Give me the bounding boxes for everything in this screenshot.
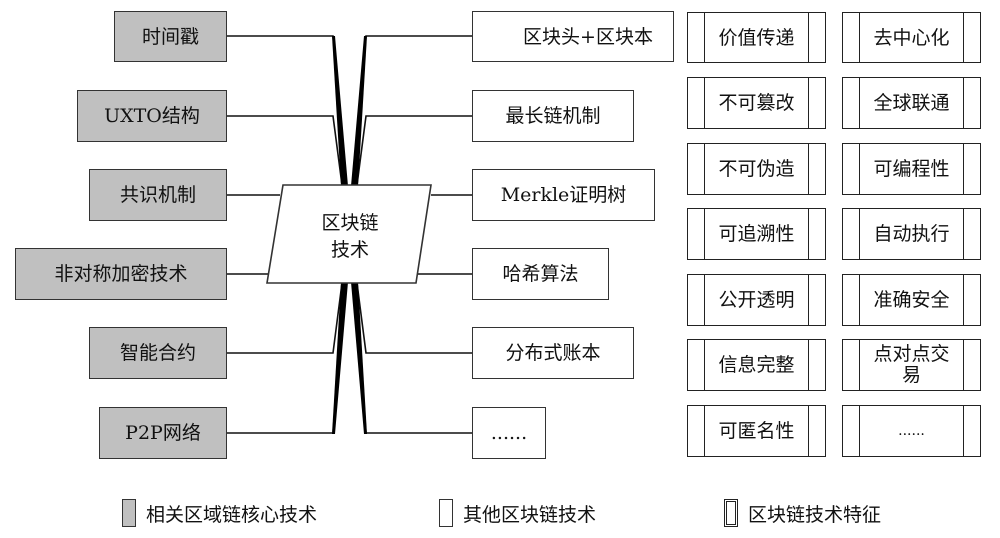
other-tech-box: 最长链机制 xyxy=(472,90,634,142)
feature-label: 不可篡改 xyxy=(718,92,795,114)
connector-right-5 xyxy=(356,282,473,354)
other-tech-label: 区块头+区块本 xyxy=(523,25,653,48)
other-tech-label: ...... xyxy=(490,422,528,444)
connector-left-2 xyxy=(226,115,343,186)
feature-box: 自动执行 xyxy=(842,208,981,260)
core-tech-label: 共识机制 xyxy=(119,184,196,206)
center-label-line2: 技术 xyxy=(330,239,369,261)
legend-label: 相关区域链核心技术 xyxy=(146,503,318,526)
center-label-line1: 区块链 xyxy=(321,212,379,234)
connector-right-2 xyxy=(356,115,473,186)
feature-box: 全球联通 xyxy=(842,77,981,129)
feature-label: 可匿名性 xyxy=(718,420,795,442)
feature-box: ...... xyxy=(842,405,981,457)
connector-right-6 xyxy=(354,282,473,434)
bundle-top-left xyxy=(332,36,348,186)
connector-left-6 xyxy=(226,282,345,434)
legend-swatch-core xyxy=(122,499,136,527)
other-tech-label: 最长链机制 xyxy=(505,105,601,127)
feature-label: 点对点交易 xyxy=(873,343,950,386)
feature-label: 可编程性 xyxy=(873,158,950,180)
other-tech-box: 哈希算法 xyxy=(472,248,609,300)
legend-swatch-other xyxy=(439,499,453,527)
legend-item-other: 其他区块链技术 xyxy=(439,498,596,528)
core-tech-box: 时间戳 xyxy=(114,11,227,62)
core-tech-box: UXTO结构 xyxy=(77,90,227,142)
bundle-bottom-right xyxy=(351,282,367,434)
core-tech-box: P2P网络 xyxy=(99,407,227,459)
feature-box: 信息完整 xyxy=(687,339,826,391)
feature-box: 准确安全 xyxy=(842,274,981,326)
feature-box: 可追溯性 xyxy=(687,208,826,260)
other-tech-box: 分布式账本 xyxy=(472,327,634,379)
legend-item-feature: 区块链技术特征 xyxy=(724,498,881,528)
core-tech-label: 时间戳 xyxy=(141,25,199,48)
legend-label: 其他区块链技术 xyxy=(463,503,597,526)
center-parallelogram xyxy=(266,184,432,284)
feature-box: 去中心化 xyxy=(842,12,981,63)
feature-box: 可匿名性 xyxy=(687,405,826,457)
other-tech-box: Merkle证明树 xyxy=(472,169,655,221)
legend-swatch-feature xyxy=(724,499,738,527)
other-tech-label: 哈希算法 xyxy=(502,263,579,285)
other-tech-label: 分布式账本 xyxy=(505,342,601,364)
connector-left-1 xyxy=(226,35,345,186)
bundle-bottom-left xyxy=(332,282,348,434)
feature-label: 全球联通 xyxy=(873,92,950,114)
core-tech-label: 非对称加密技术 xyxy=(54,263,188,285)
core-tech-label: 智能合约 xyxy=(119,342,196,364)
feature-box: 不可伪造 xyxy=(687,143,826,195)
bundle-top-right xyxy=(351,36,367,186)
feature-box: 不可篡改 xyxy=(687,77,826,129)
connector-left-5 xyxy=(226,282,343,354)
legend-label: 区块链技术特征 xyxy=(748,503,882,526)
feature-box: 公开透明 xyxy=(687,274,826,326)
feature-label: 可追溯性 xyxy=(718,223,795,245)
legend-item-core: 相关区域链核心技术 xyxy=(122,498,317,528)
feature-label: 准确安全 xyxy=(873,289,950,311)
feature-label: 信息完整 xyxy=(718,354,795,376)
core-tech-label: P2P网络 xyxy=(125,422,201,444)
feature-label: 价值传递 xyxy=(718,26,795,49)
feature-label: 不可伪造 xyxy=(718,158,795,180)
other-tech-label: Merkle证明树 xyxy=(500,184,627,206)
feature-box: 价值传递 xyxy=(687,12,826,63)
other-tech-box: ...... xyxy=(472,407,546,459)
feature-label: 自动执行 xyxy=(873,223,950,245)
core-tech-box: 非对称加密技术 xyxy=(15,248,227,300)
feature-box: 可编程性 xyxy=(842,143,981,195)
core-tech-box: 智能合约 xyxy=(89,327,227,379)
connector-right-1 xyxy=(354,35,473,186)
feature-label: 去中心化 xyxy=(873,26,950,49)
center-node: 区块链 技术 xyxy=(290,210,410,264)
other-tech-box: 区块头+区块本 xyxy=(472,11,674,62)
feature-label: ...... xyxy=(898,423,925,439)
core-tech-label: UXTO结构 xyxy=(104,105,200,127)
core-tech-box: 共识机制 xyxy=(89,169,227,221)
feature-box: 点对点交易 xyxy=(842,339,981,391)
feature-label: 公开透明 xyxy=(718,289,795,311)
